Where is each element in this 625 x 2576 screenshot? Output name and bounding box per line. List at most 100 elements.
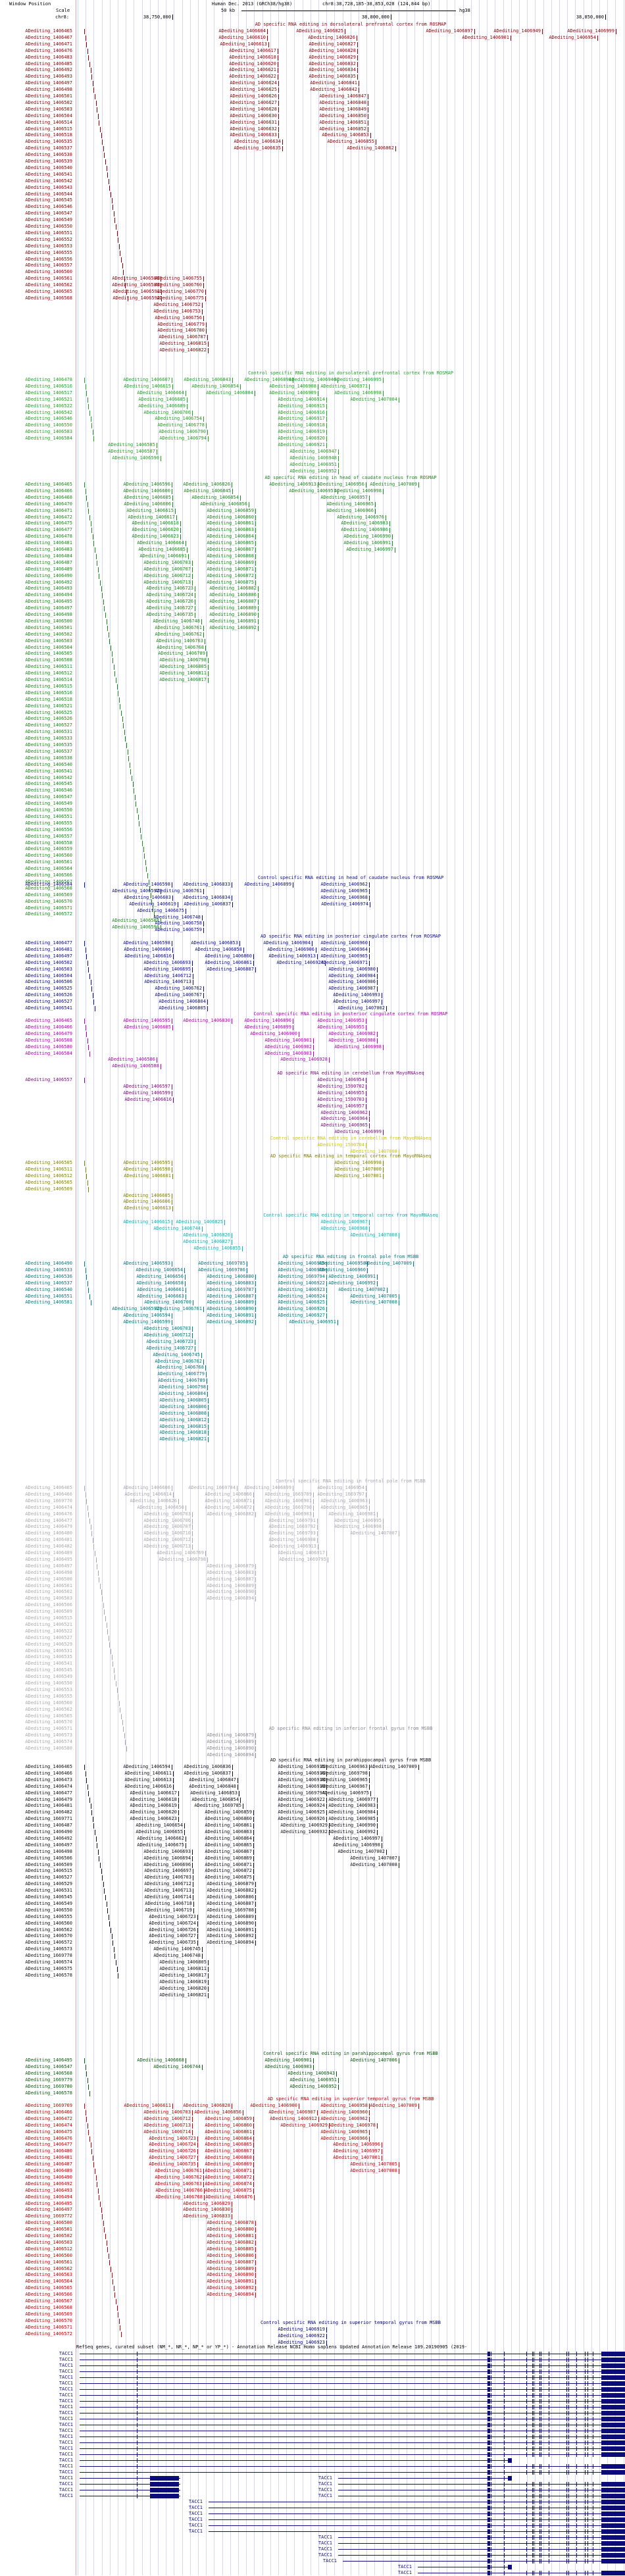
gene-intron-line[interactable] [80,2383,625,2384]
feature-label[interactable]: ADediting_1407006 [350,2058,397,2063]
feature-mark[interactable] [121,710,122,716]
feature-mark[interactable] [104,2227,105,2233]
feature-mark[interactable] [123,723,124,729]
feature-label[interactable]: ADediting_1406901 [264,1498,312,1503]
feature-mark[interactable] [202,2064,203,2070]
feature-mark[interactable] [255,2260,256,2265]
feature-mark[interactable] [126,743,127,748]
feature-left-label[interactable]: ADediting_1669779 [25,2077,72,2083]
feature-mark[interactable] [97,1849,99,1855]
feature-mark[interactable] [208,1424,209,1430]
feature-label[interactable]: ADediting_1406703 [143,1511,191,1517]
feature-label[interactable]: ADediting_1669788 [207,1907,254,1913]
feature-mark[interactable] [369,1226,370,1232]
feature-mark[interactable] [88,508,89,514]
feature-mark[interactable] [253,1856,254,1861]
feature-mark[interactable] [377,967,378,972]
feature-mark[interactable] [375,501,376,507]
feature-mark[interactable] [317,1531,318,1537]
feature-label[interactable]: ADediting_1406744 [153,2063,201,2069]
feature-label[interactable]: ADediting_1406896 [244,1018,291,1023]
feature-label[interactable]: ADediting_1406817 [159,677,207,682]
feature-label[interactable]: ADediting_1406853 [190,1790,238,1796]
feature-left-label[interactable]: ADediting_1406479 [25,1796,72,1802]
feature-left-label[interactable]: ADediting_1406476 [25,47,72,53]
feature-label[interactable]: ADediting_1406863 [207,527,254,533]
feature-left-label[interactable]: ADediting_1406495 [25,2058,72,2063]
feature-mark[interactable] [180,528,181,534]
feature-label[interactable]: ADediting_1406887 [207,1293,254,1299]
feature-left-label[interactable]: ADediting_1406472 [25,514,72,520]
feature-left-label[interactable]: ADediting_1406466 [25,1491,72,1497]
feature-mark[interactable] [202,309,203,315]
feature-label[interactable]: ADediting_1406984 [328,972,376,978]
feature-label[interactable]: ADediting_1406993 [333,992,380,998]
feature-label[interactable]: ADediting_1406919 [278,2327,325,2332]
feature-left-label[interactable]: ADediting_1406549 [25,217,72,223]
feature-label[interactable]: ADediting_1406924 [278,1293,325,1299]
feature-left-label[interactable]: ADediting_1406504 [25,644,72,650]
feature-left-label[interactable]: ADediting_1406482 [25,1809,72,1815]
feature-label[interactable]: ADediting_1406986 [328,979,376,985]
feature-label[interactable]: ADediting_1406595 [123,1018,170,1023]
feature-mark[interactable] [192,410,193,416]
feature-label[interactable]: ADediting_1406915 [278,1261,325,1266]
feature-label[interactable]: ADediting_1406726 [146,599,193,605]
feature-mark[interactable] [192,1856,193,1861]
feature-mark[interactable] [121,1713,122,1719]
feature-left-label[interactable]: ADediting_1406506 [25,1855,72,1861]
gene-label[interactable]: TACC1 [59,2375,73,2380]
feature-label[interactable]: ADediting_1406835 [309,74,356,80]
feature-label[interactable]: ADediting_1406693 [143,959,191,965]
feature-left-label[interactable]: ADediting_1406497 [25,80,72,86]
feature-label[interactable]: ADediting_1407007 [350,1855,397,1861]
feature-label[interactable]: ADediting_1406962 [320,1109,368,1115]
feature-label[interactable]: ADediting_1406855 [193,1245,241,1251]
feature-label[interactable]: ADediting_1406805 [159,1959,207,1965]
feature-label[interactable]: ADediting_1406998 [334,1044,382,1049]
feature-left-label[interactable]: ADediting_1406481 [25,946,72,952]
feature-label[interactable]: ADediting_1406815 [159,341,207,347]
feature-left-label[interactable]: ADediting_1406497 [25,1842,72,1848]
feature-mark[interactable] [369,960,370,966]
feature-left-label[interactable]: ADediting_1406538 [25,755,72,761]
feature-label[interactable]: ADediting_1406805 [159,1005,206,1011]
feature-left-label[interactable]: ADediting_1406474 [25,1783,72,1789]
feature-mark[interactable] [86,1173,88,1179]
feature-mark[interactable] [318,2116,319,2122]
feature-label[interactable]: ADediting_1406925 [278,1809,325,1815]
feature-label[interactable]: ADediting_1406977 [328,1796,376,1802]
feature-label[interactable]: ADediting_1406864 [207,534,254,540]
feature-mark[interactable] [118,1700,120,1706]
feature-mark[interactable] [255,521,256,527]
feature-label[interactable]: ADediting_1406588 [112,1063,159,1069]
feature-label[interactable]: ADediting_1406889 [207,1582,254,1588]
feature-left-label[interactable]: ADediting_1406540 [25,1286,72,1292]
feature-label[interactable]: ADediting_1406892 [207,2285,254,2291]
feature-mark[interactable] [313,1505,314,1511]
feature-left-label[interactable]: ADediting_1406526 [25,992,72,998]
feature-mark[interactable] [326,2340,327,2346]
feature-mark[interactable] [88,1044,89,1050]
feature-left-label[interactable]: ADediting_1406503 [25,638,72,644]
feature-mark[interactable] [130,769,132,774]
feature-mark[interactable] [369,1110,370,1116]
feature-mark[interactable] [101,1869,102,1875]
feature-label[interactable]: ADediting_1406853 [191,940,238,946]
feature-left-label[interactable]: ADediting_1406500 [25,2220,72,2226]
feature-label[interactable]: ADediting_1406605 [124,494,171,500]
feature-label[interactable]: ADediting_1406606 [123,1199,170,1205]
feature-label[interactable]: ADediting_1406879 [207,1732,254,1738]
feature-mark[interactable] [326,403,327,409]
feature-label[interactable]: ADediting_1406847 [189,1777,236,1782]
feature-left-label[interactable]: ADediting_1406505 [25,1160,72,1165]
feature-label[interactable]: ADediting_1406655 [136,1829,183,1834]
feature-mark[interactable] [192,580,193,586]
feature-left-label[interactable]: ADediting_1406498 [25,612,72,617]
feature-mark[interactable] [105,159,106,164]
feature-mark[interactable] [203,276,204,282]
feature-label[interactable]: ADediting_1406592 [112,1306,159,1312]
feature-label[interactable]: ADediting_1406896 [244,377,291,382]
feature-left-label[interactable]: ADediting_1406498 [25,1569,72,1575]
feature-left-label[interactable]: ADediting_1406549 [25,801,72,807]
